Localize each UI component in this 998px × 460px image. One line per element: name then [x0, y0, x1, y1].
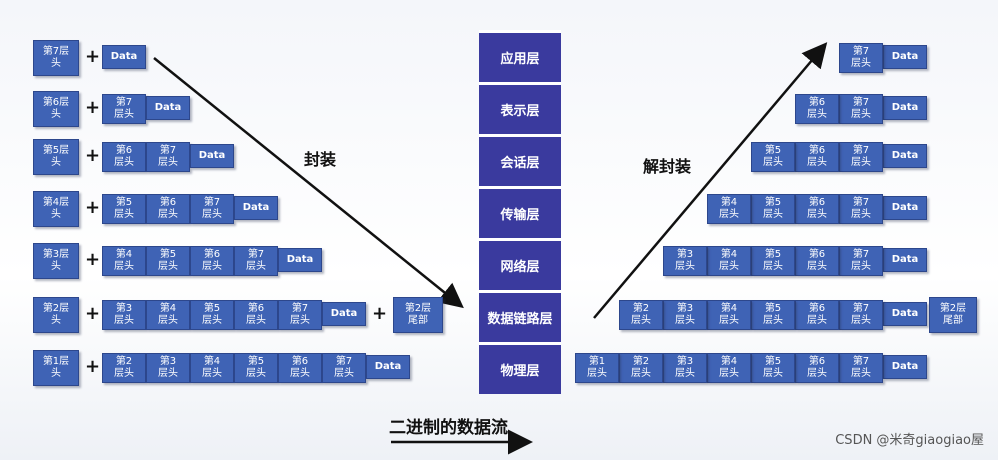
layer-head-box: 第2层 头 — [33, 297, 79, 333]
encapsulation-arrow — [153, 57, 464, 309]
data-box: Data — [883, 196, 927, 220]
plus-sign: + — [85, 46, 101, 67]
header-box: 第6 层头 — [795, 194, 839, 224]
plus-sign: + — [85, 97, 101, 118]
plus-sign: + — [85, 197, 101, 218]
header-box: 第7 层头 — [839, 353, 883, 383]
layer-head-box: 第6层 头 — [33, 91, 79, 127]
header-box: 第5 层头 — [751, 246, 795, 276]
tail-box: 第2层 尾部 — [393, 297, 443, 333]
header-box: 第7 层头 — [839, 300, 883, 330]
header-box: 第3 层头 — [663, 246, 707, 276]
header-box: 第4 层头 — [190, 353, 234, 383]
layer-head-box: 第4层 头 — [33, 191, 79, 227]
header-box: 第7 层头 — [234, 246, 278, 276]
decapsulation-arrow — [593, 42, 828, 319]
header-box: 第5 层头 — [102, 194, 146, 224]
data-box: Data — [366, 355, 410, 379]
data-box: Data — [883, 302, 927, 326]
plus-sign: + — [85, 145, 101, 166]
encapsulation-label: 封装 — [304, 150, 337, 169]
osi-layer-7: 物理层 — [479, 342, 561, 394]
data-box: Data — [102, 45, 146, 69]
data-box: Data — [883, 248, 927, 272]
layer-head-box: 第7层 头 — [33, 40, 79, 76]
header-box: 第2 层头 — [619, 353, 663, 383]
plus-sign: + — [85, 249, 101, 270]
data-box: Data — [883, 355, 927, 379]
binary-stream-label: 二进制的数据流 — [389, 418, 508, 438]
header-box: 第7 层头 — [190, 194, 234, 224]
header-box: 第3 层头 — [102, 300, 146, 330]
plus-sign: + — [85, 356, 101, 377]
layer-head-box: 第3层 头 — [33, 243, 79, 279]
header-box: 第5 层头 — [751, 194, 795, 224]
osi-layer-2: 表示层 — [479, 82, 561, 134]
header-box: 第6 层头 — [234, 300, 278, 330]
header-box: 第3 层头 — [146, 353, 190, 383]
header-box: 第7 层头 — [839, 94, 883, 124]
header-box: 第5 层头 — [146, 246, 190, 276]
layer-head-box: 第1层 头 — [33, 350, 79, 386]
header-box: 第6 层头 — [795, 300, 839, 330]
header-box: 第5 层头 — [751, 142, 795, 172]
osi-layer-4: 传输层 — [479, 186, 561, 238]
data-box: Data — [190, 144, 234, 168]
header-box: 第4 层头 — [707, 300, 751, 330]
plus-sign: + — [85, 303, 101, 324]
osi-layer-6: 数据链路层 — [479, 290, 561, 342]
header-box: 第1 层头 — [575, 353, 619, 383]
osi-layer-1: 应用层 — [479, 30, 561, 82]
data-box: Data — [883, 96, 927, 120]
header-box: 第4 层头 — [707, 353, 751, 383]
header-box: 第6 层头 — [795, 94, 839, 124]
header-box: 第6 层头 — [795, 353, 839, 383]
data-box: Data — [883, 144, 927, 168]
tail-box: 第2层 尾部 — [929, 297, 977, 333]
header-box: 第5 层头 — [234, 353, 278, 383]
header-box: 第7 层头 — [839, 142, 883, 172]
header-box: 第7 层头 — [839, 246, 883, 276]
watermark: CSDN @米奇giaogiao屋 — [835, 433, 984, 448]
header-box: 第4 层头 — [707, 194, 751, 224]
osi-layer-5: 网络层 — [479, 238, 561, 290]
header-box: 第4 层头 — [146, 300, 190, 330]
header-box: 第7 层头 — [839, 43, 883, 73]
header-box: 第6 层头 — [190, 246, 234, 276]
header-box: 第2 层头 — [102, 353, 146, 383]
osi-layer-3: 会话层 — [479, 134, 561, 186]
header-box: 第7 层头 — [102, 94, 146, 124]
header-box: 第7 层头 — [146, 142, 190, 172]
header-box: 第4 层头 — [102, 246, 146, 276]
header-box: 第5 层头 — [751, 300, 795, 330]
header-box: 第3 层头 — [663, 300, 707, 330]
header-box: 第3 层头 — [663, 353, 707, 383]
header-box: 第6 层头 — [146, 194, 190, 224]
header-box: 第7 层头 — [322, 353, 366, 383]
header-box: 第7 层头 — [839, 194, 883, 224]
decapsulation-label: 解封装 — [643, 157, 692, 176]
data-box: Data — [234, 196, 278, 220]
header-box: 第5 层头 — [751, 353, 795, 383]
header-box: 第6 层头 — [102, 142, 146, 172]
header-box: 第4 层头 — [707, 246, 751, 276]
data-box: Data — [146, 96, 190, 120]
layer-head-box: 第5层 头 — [33, 139, 79, 175]
header-box: 第5 层头 — [190, 300, 234, 330]
header-box: 第2 层头 — [619, 300, 663, 330]
header-box: 第6 层头 — [795, 142, 839, 172]
header-box: 第6 层头 — [795, 246, 839, 276]
data-box: Data — [883, 45, 927, 69]
header-box: 第6 层头 — [278, 353, 322, 383]
data-box: Data — [278, 248, 322, 272]
data-box: Data — [322, 302, 366, 326]
plus-sign: + — [372, 303, 388, 324]
header-box: 第7 层头 — [278, 300, 322, 330]
